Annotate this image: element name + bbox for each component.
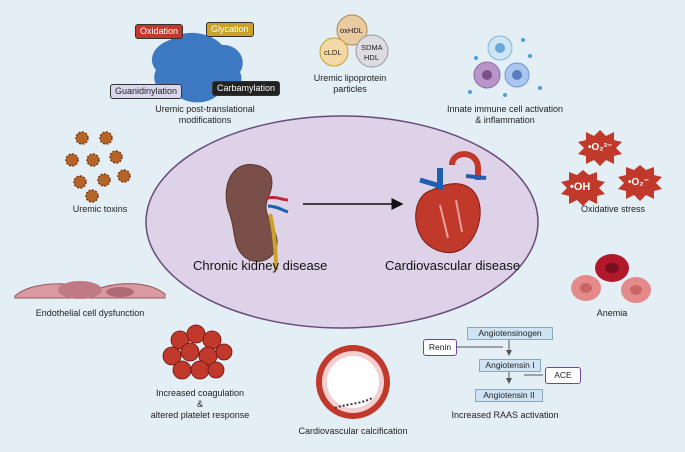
ptm-label-line2: modifications xyxy=(178,115,232,125)
ptm-label: Uremic post-translational modifications xyxy=(135,104,275,126)
uremic-toxins-icon xyxy=(65,131,131,203)
calcified-vessel-icon xyxy=(316,345,390,419)
immune-cells-icon xyxy=(468,35,542,97)
coagulation-line1: Increased coagulation xyxy=(155,388,245,398)
coagulation-line3: altered platelet response xyxy=(150,410,250,420)
angiotensinogen-box: Angiotensinogen xyxy=(467,327,553,340)
ckd-label: Chronic kidney disease xyxy=(193,258,328,273)
sdma-text: SDMA xyxy=(361,43,383,52)
angiotensin2-box: Angiotensin II xyxy=(475,389,543,402)
endothelial-label: Endothelial cell dysfunction xyxy=(35,308,145,318)
kidney-icon xyxy=(225,164,289,271)
angiotensin1-box: Angiotensin I xyxy=(479,359,541,372)
endothelial-cells-icon xyxy=(14,281,166,299)
glycation-tag: Glycation xyxy=(206,22,254,37)
oxidative-stress-label: Oxidative stress xyxy=(580,204,646,214)
hdl-text: HDL xyxy=(364,53,380,62)
superoxide2-text: •O₂²⁻ xyxy=(588,142,613,153)
raas-connectors xyxy=(457,338,543,384)
lipoprotein-particles-icon xyxy=(319,14,389,68)
oxidative-stress-icon xyxy=(561,130,662,206)
cvd-label: Cardiovascular disease xyxy=(385,258,521,273)
lipoprotein-label-line1: Uremic lipoprotein xyxy=(313,73,387,83)
coagulation-line2: & xyxy=(196,399,203,409)
blood-clot-icon xyxy=(162,324,233,380)
renin-box: Renin xyxy=(423,339,457,356)
red-blood-cells-icon xyxy=(571,254,651,303)
immune-label-line1: Innate immune cell activation xyxy=(446,104,564,114)
anemia-label: Anemia xyxy=(596,308,628,318)
immune-label: Innate immune cell activation & inflamma… xyxy=(430,104,580,126)
coagulation-label: Increased coagulation & altered platelet… xyxy=(135,388,265,421)
superoxide-text: •O₂⁻ xyxy=(628,177,650,188)
oxidation-tag: Oxidation xyxy=(135,24,184,39)
lipoprotein-label-line2: particles xyxy=(333,84,367,94)
heart-icon xyxy=(415,151,487,254)
carbamylation-tag: Carbamylation xyxy=(212,81,281,96)
calcification-label: Cardiovascular calcification xyxy=(298,426,408,436)
immune-label-line2: & inflammation xyxy=(475,115,535,125)
guanidinylation-tag: Guanidinylation xyxy=(110,84,183,99)
ace-box: ACE xyxy=(545,367,581,384)
lipoprotein-label: Uremic lipoprotein particles xyxy=(300,73,400,95)
cldl-text: cLDL xyxy=(324,48,342,57)
uremic-toxins-label: Uremic toxins xyxy=(72,204,128,214)
ptm-label-line1: Uremic post-translational xyxy=(155,104,255,114)
raas-label: Increased RAAS activation xyxy=(451,410,559,420)
oxhdl-text: oxHDL xyxy=(340,26,363,35)
hydroxyl-text: •OH xyxy=(570,181,591,193)
